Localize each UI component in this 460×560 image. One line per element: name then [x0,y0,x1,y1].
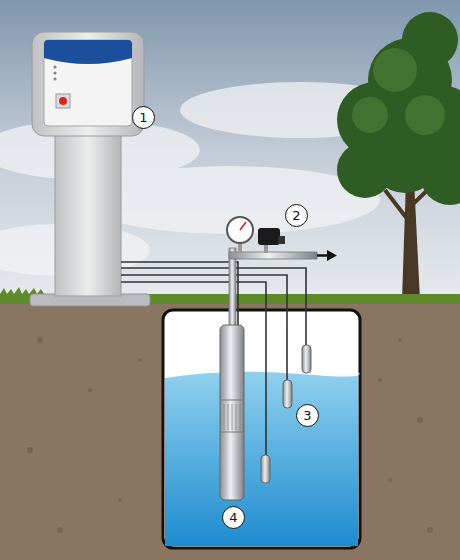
well-shaft [163,310,360,548]
callout-number: 2 [285,204,308,227]
surface-fittings [227,217,337,261]
callout-number: 1 [132,106,155,129]
sky [0,0,460,305]
grass [0,287,44,294]
water [165,372,360,546]
callout-number: 4 [222,506,245,529]
callout-text: 3 [303,408,311,423]
callout-text: 1 [139,110,147,125]
float-switch [261,345,311,483]
callout-text: 2 [292,208,300,223]
cables [121,262,306,455]
tree [337,12,460,300]
callout-text: 4 [229,510,237,525]
soil [0,303,460,560]
control-panel [30,32,150,306]
pump [220,248,244,500]
callout-number: 3 [296,404,319,427]
